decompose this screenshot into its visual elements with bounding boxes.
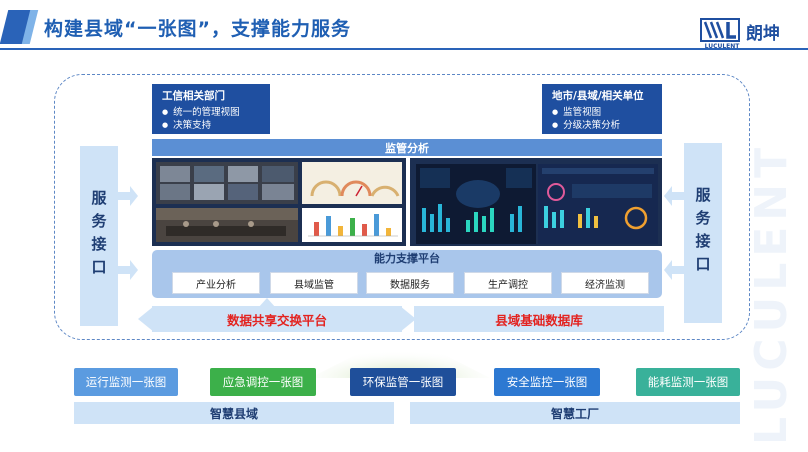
module-economic-monitoring: 经济监测 [561,272,649,294]
service-interface-right: 服务接口 [684,143,722,323]
smart-factory-bar: 智慧工厂 [410,402,740,424]
supervision-analysis-header: 监管分析 [152,139,662,156]
logo-subtext: LUCULENT [704,43,740,50]
title-underline [0,48,808,50]
dept-item: 监管视图 [552,106,652,119]
map-label: 环保监管一张图 [362,375,444,389]
county-basic-database: 县域基础数据库 [414,306,664,332]
map-safety-monitoring[interactable]: 安全监控一张图 [494,368,600,396]
left-arrow-icon [138,306,154,332]
dept-item: 决策支持 [162,119,260,132]
foundation-glow [310,332,490,378]
dept-item: 统一的管理视图 [162,106,260,119]
dept-box-local: 地市/县域/相关单位 监管视图 分级决策分析 [542,84,662,134]
page-title: 构建县域“一张图”，支撑能力服务 [44,18,351,40]
control-room-image [156,208,298,242]
module-production-control: 生产调控 [464,272,552,294]
dept-title: 地市/县域/相关单位 [552,90,644,102]
company-logo-icon [700,18,740,42]
smart-county-bar: 智慧县域 [74,402,394,424]
monitoring-screens-panel-left [152,158,406,246]
logo-name: 朗坤 [746,24,780,44]
map-label: 安全监控一张图 [506,375,588,389]
video-wall-image [156,162,298,204]
map-environmental-supervision[interactable]: 环保监管一张图 [350,368,456,396]
map-operation-monitoring[interactable]: 运行监测一张图 [74,368,178,396]
arrows-right-icon [664,186,684,280]
module-industry-analysis: 产业分析 [172,272,260,294]
bidirectional-arrow-icon [400,306,416,332]
map-label: 运行监测一张图 [85,375,167,389]
map-label: 应急调控一张图 [222,375,304,389]
map-label: 能耗监测一张图 [647,375,729,389]
monitoring-screens-panel-right [410,158,662,246]
service-interface-left: 服务接口 [80,146,118,326]
bar-chart-image [302,208,402,242]
module-county-supervision: 县域监管 [270,272,358,294]
dept-title: 工信相关部门 [162,90,225,102]
map-energy-monitoring[interactable]: 能耗监测一张图 [636,368,740,396]
arrows-left-icon [118,186,138,280]
data-exchange-platform: 数据共享交换平台 [152,306,402,332]
capability-platform-title: 能力支撑平台 [374,252,440,265]
svg-text:LUCULENT: LUCULENT [746,142,797,445]
module-data-service: 数据服务 [366,272,454,294]
data-cockpit-image [416,164,536,244]
up-arrow-icon [258,298,276,308]
energy-dashboard-image [538,164,658,244]
gauge-dashboard-image [302,162,402,204]
map-emergency-control[interactable]: 应急调控一张图 [210,368,316,396]
dept-item: 分级决策分析 [552,119,652,132]
brand-watermark: LUCULENT [746,142,797,445]
dept-box-industry: 工信相关部门 统一的管理视图 决策支持 [152,84,270,134]
